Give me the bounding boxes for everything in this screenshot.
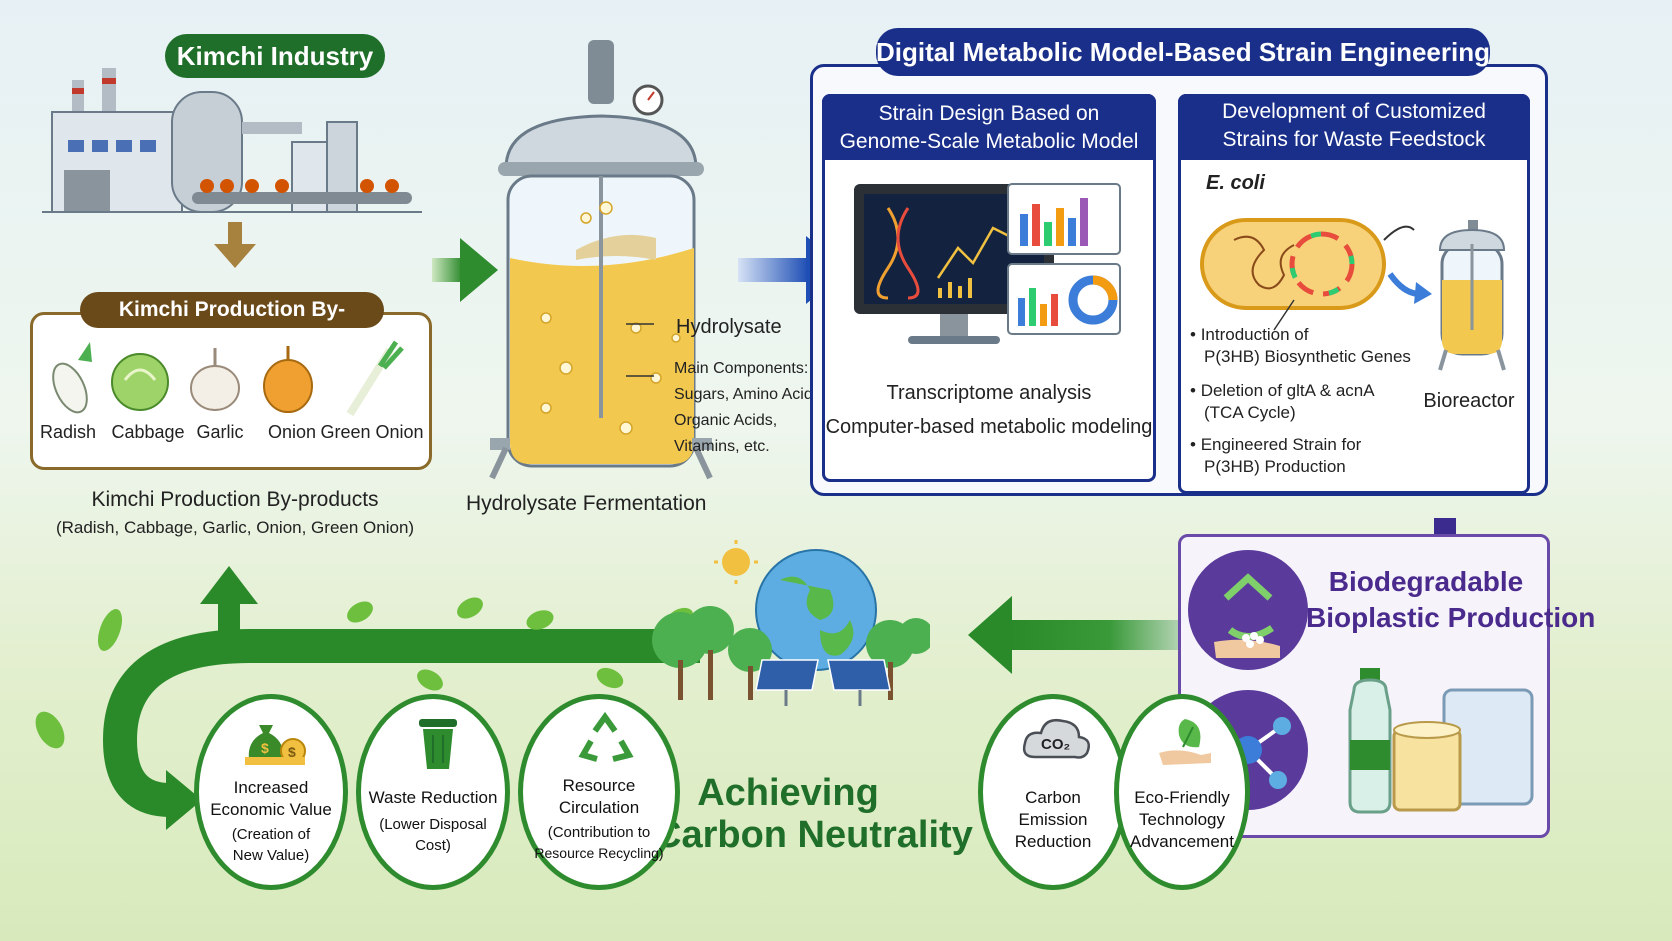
plastic-container-icon — [1392, 688, 1534, 812]
bullet-introduction: • Introduction of P(3HB) Biosynthetic Ge… — [1190, 324, 1411, 368]
benefit-economic-value: $ $ Increased Economic Value (Creation o… — [194, 694, 348, 890]
down-arrow-icon — [214, 222, 256, 268]
byproducts-panel-title: Kimchi Production By-products — [80, 292, 384, 357]
transcriptome-text: Transcriptome analysis — [886, 382, 1092, 404]
vegetable-icons — [52, 340, 404, 417]
customized-strain-header — [1178, 94, 1530, 160]
benefit-sub: (Lower Disposal — [379, 816, 487, 833]
strain-design-title-line1: Strain Design Based on — [878, 102, 1100, 125]
byproduct-item-green-onion: Green Onion — [320, 422, 424, 442]
radish-icon — [52, 342, 92, 414]
bullet-line: Deletion of gltA & acnA — [1200, 381, 1375, 400]
benefit-main: Increased — [233, 778, 309, 797]
benefit-sub: (Contribution to — [547, 824, 651, 841]
bullet-line: Engineered Strain for — [1200, 435, 1362, 454]
strain-design-title-line2: Genome-Scale Metabolic Model — [839, 130, 1139, 153]
trash-bin-icon — [419, 719, 457, 769]
factory-icon — [42, 68, 422, 213]
strain-design-header — [822, 94, 1156, 160]
right-arrow-icon — [432, 238, 498, 302]
byproducts-caption-sub: (Radish, Cabbage, Garlic, Onion, Green O… — [55, 518, 415, 537]
recycle-icon — [578, 711, 634, 762]
bioplastic-title-line2: Bioplastic Production — [1306, 602, 1596, 633]
kimchi-industry-title: Kimchi Industry — [165, 34, 385, 78]
metabolic-modeling-text: Computer-based metabolic modeling — [825, 416, 1153, 438]
benefit-main: Waste Reduction — [368, 788, 498, 807]
benefit-waste-reduction: Waste Reduction (Lower Disposal Cost) — [356, 694, 510, 890]
left-arrow-icon — [968, 596, 1210, 674]
byproduct-item-onion: Onion — [267, 422, 317, 442]
loop-arrow-icon — [102, 566, 700, 830]
components-line: Sugars, Amino Acids, — [674, 386, 826, 403]
bullet-dot: • — [1190, 381, 1201, 400]
engineering-title: Digital Metabolic Model-Based Strain Eng… — [876, 28, 1490, 76]
customized-strain-title-line1: Development of Customized — [1222, 100, 1486, 123]
byproduct-item-radish: Radish — [40, 422, 97, 442]
fermentation-caption: Hydrolysate Fermentation — [466, 492, 707, 515]
bullet-line: (TCA Cycle) — [1204, 403, 1296, 422]
benefit-main: Resource — [562, 776, 636, 795]
benefit-main: Carbon — [1025, 788, 1081, 807]
components-line: Vitamins, etc. — [674, 438, 770, 455]
plastic-bottle-icon — [1348, 668, 1392, 814]
byproducts-caption: Kimchi Production By-products — [91, 488, 379, 511]
sun-icon — [714, 540, 758, 584]
customized-strain-title-line2: Strains for Waste Feedstock — [1222, 128, 1486, 151]
tree-icon — [652, 606, 930, 672]
benefit-main: Advancement — [1130, 832, 1234, 851]
bullet-line: Introduction of — [1200, 325, 1309, 344]
computer-monitor-icon — [854, 183, 1121, 344]
money-bag-icon: $ $ — [245, 725, 306, 765]
benefit-main: Emission — [1018, 810, 1088, 829]
byproduct-item-garlic: Garlic — [196, 422, 244, 442]
ecoli-cell-icon — [1200, 218, 1506, 371]
solar-panel-icon — [755, 659, 891, 706]
benefit-carbon-emission-reduction: CO₂ Carbon Emission Reduction — [978, 694, 1128, 890]
benefit-sub: Resource Recycling) — [534, 845, 664, 861]
svg-text:$: $ — [261, 740, 269, 756]
svg-text:$: $ — [288, 744, 296, 760]
components-line: Organic Acids, — [674, 412, 778, 429]
co2-cloud-icon: CO₂ — [1022, 719, 1090, 759]
onion-icon — [263, 346, 313, 413]
bullet-engineered-strain: • Engineered Strain for P(3HB) Productio… — [1190, 434, 1361, 478]
green-onion-icon — [346, 340, 404, 417]
benefit-main: Economic Value — [210, 800, 332, 819]
bioplastic-illustrations — [1188, 550, 1534, 814]
bullet-dot: • — [1190, 325, 1201, 344]
leaf-hand-icon — [1159, 719, 1211, 765]
organism-label: E. coli — [1206, 172, 1265, 194]
byproduct-item-cabbage: Cabbage — [111, 422, 185, 442]
cabbage-icon — [111, 353, 169, 411]
carbon-neutrality-line1: Achieving — [697, 772, 879, 814]
bullet-line: P(3HB) Biosynthetic Genes — [1204, 347, 1411, 366]
bioplastic-title-line1: Biodegradable — [1328, 566, 1524, 597]
fermenter-tank-icon — [489, 40, 713, 480]
benefit-main: Technology — [1138, 810, 1225, 829]
carbon-neutrality-line2: Carbon Neutrality — [654, 814, 973, 856]
benefit-main: Circulation — [558, 798, 640, 817]
benefit-sub: New Value) — [232, 847, 310, 864]
benefit-resource-circulation: Resource Circulation (Contribution to Re… — [518, 694, 680, 890]
earth-globe-icon — [755, 549, 877, 671]
garlic-icon — [190, 348, 240, 411]
components-title: Main Components: — [674, 360, 809, 377]
bullet-line: P(3HB) Production — [1204, 457, 1346, 476]
benefit-main: Eco-Friendly — [1134, 788, 1230, 807]
recycle-hand-icon — [1188, 550, 1308, 670]
benefit-sub: Cost) — [415, 837, 451, 854]
benefit-sub: (Creation of — [231, 826, 311, 843]
benefit-main: Reduction — [1014, 832, 1092, 851]
bullet-deletion: • Deletion of gltA & acnA (TCA Cycle) — [1190, 380, 1375, 424]
bullet-dot: • — [1190, 435, 1201, 454]
earth-solar-scene-icon — [652, 540, 930, 706]
benefit-eco-friendly-technology: Eco-Friendly Technology Advancement — [1114, 694, 1250, 890]
co2-label: CO₂ — [1041, 736, 1070, 753]
hydrolysate-label: Hydrolysate — [676, 316, 782, 338]
bioreactor-label: Bioreactor — [1423, 390, 1515, 412]
